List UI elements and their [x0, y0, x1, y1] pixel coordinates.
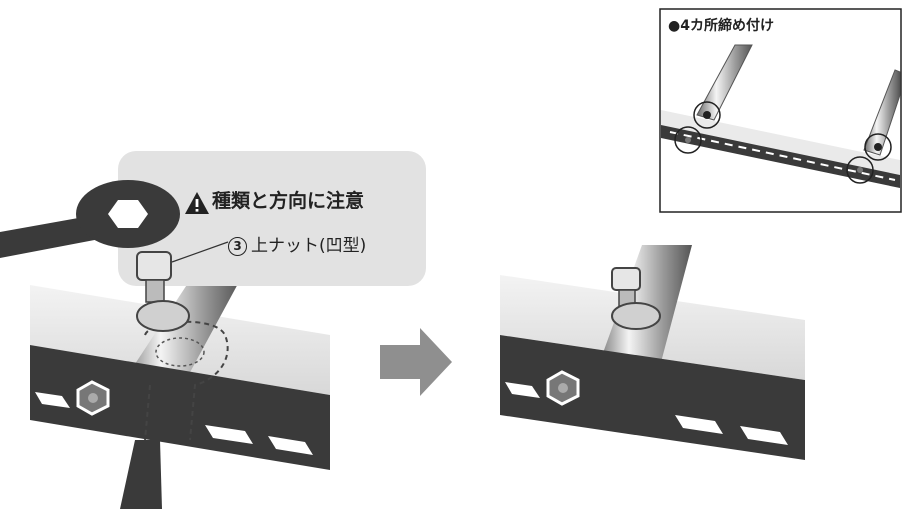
- inset-pole-left: [696, 44, 753, 121]
- warning-callout-box: [118, 151, 426, 286]
- left-bar-hole-1: [35, 392, 70, 408]
- inset-circle-1: [693, 101, 721, 129]
- wrench-hex-hole: [108, 200, 148, 228]
- inset-nut-3: [685, 137, 691, 143]
- callout-leader-line: [171, 241, 229, 263]
- right-bar-hole-3: [740, 426, 788, 445]
- next-step-arrow: [380, 328, 452, 396]
- warning-triangle-icon: [185, 192, 209, 214]
- right-scene: [500, 245, 805, 460]
- left-bar-hole-3: [268, 436, 313, 455]
- inset-nut-2: [874, 143, 882, 151]
- right-nut-top: [611, 267, 641, 291]
- upper-nut-washer: [136, 300, 190, 332]
- left-bolt-hex-center: [88, 393, 98, 403]
- wrench: [0, 180, 180, 258]
- inset-bar-dashes: [669, 131, 896, 181]
- right-bar: [500, 335, 805, 460]
- upper-nut-thread: [145, 279, 165, 303]
- right-nut-washer: [611, 302, 661, 330]
- inset-nut-1: [703, 111, 711, 119]
- left-bar: [30, 345, 330, 470]
- left-bar-hole-2: [205, 425, 253, 444]
- upper-nut-top: [136, 251, 172, 281]
- inset-nut-4: [857, 167, 863, 173]
- wrench-handle: [0, 215, 105, 258]
- right-bolt-hex-center: [558, 383, 568, 393]
- inset-circle-2: [674, 126, 702, 154]
- warning-title: 種類と方向に注意: [212, 190, 365, 212]
- nut-number-badge: 3: [228, 237, 247, 256]
- nut-label-text: 上ナット(凹型): [251, 236, 367, 256]
- inset-title: ●4カ所締め付け: [668, 18, 774, 34]
- right-bar-hole-2: [675, 415, 723, 434]
- hidden-nut-dashed: [155, 337, 205, 367]
- inset-circle-4: [846, 156, 874, 184]
- upper-nut: [136, 251, 190, 332]
- right-bar-hole-1: [505, 382, 540, 398]
- inset-plate: [661, 110, 900, 178]
- lower-wrench-handle: [120, 440, 162, 509]
- inset-panel: [659, 8, 902, 213]
- inset-circle-3: [864, 133, 892, 161]
